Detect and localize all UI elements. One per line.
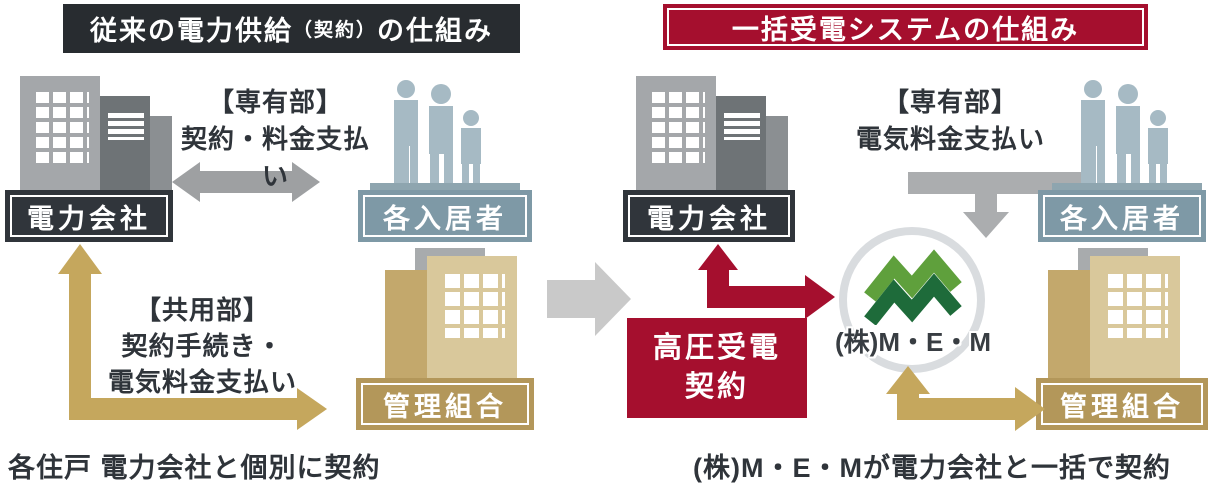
arrow-head-right xyxy=(292,162,320,202)
hv-contract-box: 高圧受電 契約 xyxy=(627,318,807,418)
building-louver xyxy=(108,110,144,140)
right-title-text: 一括受電システムの仕組み xyxy=(731,14,1080,45)
right-management-box: 管理組合 xyxy=(1036,378,1208,430)
left-title-suffix: の仕組み xyxy=(377,16,493,46)
arrow-shaft-vertical xyxy=(69,272,91,420)
left-bottom-arrow-label-line2: 契約手続き・ xyxy=(121,331,284,361)
right-caption: (株)M・E・Mが電力会社と一括で契約 xyxy=(693,453,1171,483)
right-power-company-box: 電力会社 xyxy=(623,190,795,242)
building-windows xyxy=(32,88,89,163)
left-title-prefix: 従来の電力供給 xyxy=(89,16,293,46)
arrow-shaft-horizontal xyxy=(707,286,807,308)
arrow-shaft-horizontal xyxy=(897,398,1017,420)
right-top-arrow-label-line1: 【専有部】 xyxy=(882,87,1018,117)
arrow-head-left xyxy=(172,162,200,202)
left-residents-label: 各入居者 xyxy=(383,203,507,234)
arrow-head-up xyxy=(58,244,102,274)
right-top-arrow-label-line2: 電気料金支払い xyxy=(855,124,1045,154)
building-tower xyxy=(1048,270,1096,390)
left-management-label: 管理組合 xyxy=(383,391,507,422)
left-bottom-arrow-label-line1: 【共用部】 xyxy=(134,295,270,325)
building-louver xyxy=(724,110,760,140)
arrow-head-right xyxy=(805,275,835,319)
mem-logo-icon xyxy=(864,249,962,325)
building-tower xyxy=(766,116,788,195)
management-building-icon xyxy=(1048,248,1188,390)
arrow-head-right xyxy=(595,262,631,336)
arrow-head-up xyxy=(698,244,738,270)
right-diagram-title: 一括受電システムの仕組み xyxy=(663,4,1148,50)
left-management-box: 管理組合 xyxy=(356,378,534,430)
left-top-arrow-label-line1: 【専有部】 xyxy=(207,87,343,117)
building-windows xyxy=(648,88,705,163)
management-building-icon xyxy=(385,248,525,390)
left-top-arrow-label: 【専有部】 契約・料金支払い xyxy=(168,84,383,195)
arrow-head-right xyxy=(1015,387,1045,431)
arrow-shaft xyxy=(198,171,294,193)
left-residents-box: 各入居者 xyxy=(358,190,532,242)
arrow-head-right xyxy=(297,388,327,430)
left-bottom-arrow-label-line3: 電気料金支払い xyxy=(107,367,297,397)
residents-platform xyxy=(1052,183,1202,193)
left-bottom-arrow-label: 【共用部】 契約手続き・ 電気料金支払い xyxy=(95,292,310,400)
right-power-company-label: 電力会社 xyxy=(647,203,771,234)
arrow-shaft-horizontal xyxy=(69,398,299,420)
arrow-head-down xyxy=(963,212,1009,238)
power-company-building-icon xyxy=(12,68,172,195)
right-top-arrow-label: 【専有部】 電気料金支払い xyxy=(838,84,1063,158)
building-tower xyxy=(150,116,172,195)
hv-contract-line2: 契約 xyxy=(684,371,749,403)
right-residents-box: 各入居者 xyxy=(1038,190,1206,242)
power-company-building-icon xyxy=(628,68,788,195)
residents-family-icon xyxy=(1081,80,1168,190)
hv-contract-line1: 高圧受電 xyxy=(652,331,781,364)
arrow-shaft xyxy=(547,280,597,318)
building-windows xyxy=(1104,270,1168,338)
building-windows xyxy=(441,270,505,338)
arrow-shaft-horizontal xyxy=(908,172,1090,194)
right-management-label: 管理組合 xyxy=(1060,391,1184,422)
arrow-head-up xyxy=(886,366,930,394)
left-diagram-title: 従来の電力供給（契約）の仕組み xyxy=(63,4,520,53)
left-power-company-label: 電力会社 xyxy=(27,203,151,234)
left-title-paren: （契約） xyxy=(292,20,377,41)
mem-label: (株)M・E・M xyxy=(835,327,991,357)
residents-family-icon xyxy=(394,80,481,190)
left-power-company-box: 電力会社 xyxy=(5,190,173,242)
left-caption: 各住戸 電力会社と個別に契約 xyxy=(8,453,381,483)
left-top-arrow-label-line2: 契約・料金支払い xyxy=(180,124,370,191)
building-tower xyxy=(385,270,433,390)
arrow-shaft-vertical xyxy=(975,192,997,214)
residents-platform xyxy=(370,183,520,193)
right-residents-label: 各入居者 xyxy=(1060,203,1184,234)
